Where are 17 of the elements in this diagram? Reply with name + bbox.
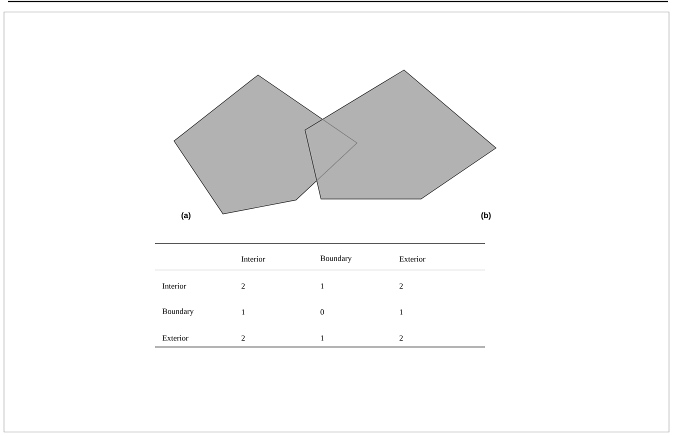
cell-value: 2 [400,283,403,289]
column-header: Exterior [399,256,426,262]
panel-label: (b) [481,212,491,220]
cell-value: 0 [320,309,324,315]
row-header: Exterior [162,335,188,341]
cell-value: 2 [242,283,245,289]
cell-value: 1 [242,309,245,315]
cell-value: 2 [400,335,403,341]
row-header: Boundary [162,308,194,316]
cell-value: 1 [400,309,403,315]
row-header: Interior [162,283,186,289]
cell-value: 1 [320,335,324,341]
panel-label: (a) [182,212,190,220]
cell-value: 1 [320,283,324,289]
column-header: Interior [241,256,266,262]
cell-value: 2 [242,335,245,341]
column-header: Boundary [320,255,352,263]
